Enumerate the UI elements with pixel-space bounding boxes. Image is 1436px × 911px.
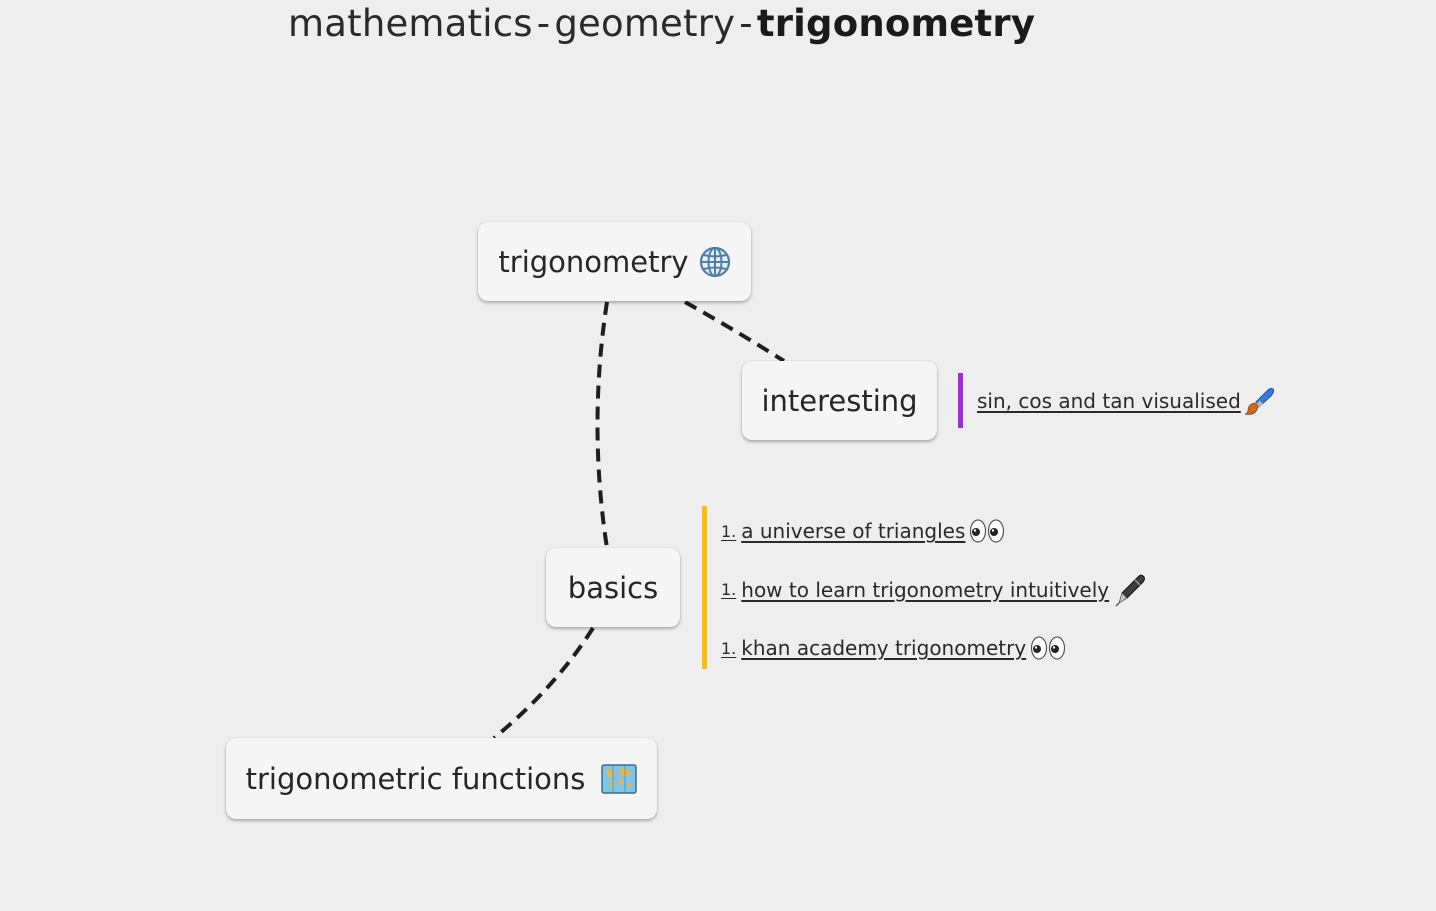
node-label: trigonometric functions: [245, 761, 586, 796]
link-text: a universe of triangles: [741, 519, 966, 543]
edge-root-interesting: [684, 300, 786, 363]
interesting-links-panel: sin, cos and tan visualised: [958, 373, 1275, 428]
node-label: interesting: [761, 383, 918, 418]
link-number: 1.: [721, 521, 737, 541]
node-label: basics: [567, 570, 659, 605]
eyes-icon: [1030, 635, 1066, 661]
link-sin-cos-tan-visualised[interactable]: sin, cos and tan visualised: [977, 387, 1275, 415]
basics-links-panel: 1. a universe of triangles 1. how to lea…: [702, 506, 1147, 669]
world-map-icon: [601, 763, 638, 794]
globe-icon: [699, 246, 731, 278]
node-interesting[interactable]: interesting: [742, 361, 937, 440]
edge-basics-functions: [492, 626, 595, 740]
breadcrumb-separator: -: [739, 2, 753, 45]
node-trigonometry[interactable]: trigonometry: [478, 222, 751, 301]
pen-icon: [1113, 573, 1147, 607]
link-how-to-learn-trigonometry-intuitively[interactable]: 1. how to learn trigonometry intuitively: [721, 573, 1147, 607]
breadcrumb-current: trigonometry: [756, 2, 1036, 45]
link-text: how to learn trigonometry intuitively: [741, 577, 1110, 602]
node-label: trigonometry: [498, 244, 689, 279]
link-universe-of-triangles[interactable]: 1. a universe of triangles: [721, 518, 1147, 544]
breadcrumb-separator: -: [536, 2, 551, 45]
breadcrumb-item-geometry[interactable]: geometry: [554, 2, 736, 45]
link-text: sin, cos and tan visualised: [977, 388, 1241, 413]
node-basics[interactable]: basics: [546, 548, 680, 627]
link-text: khan academy trigonometry: [741, 636, 1027, 660]
link-number: 1.: [721, 638, 737, 658]
node-trigonometric-functions[interactable]: trigonometric functions: [226, 738, 657, 819]
edge-root-basics: [595, 301, 609, 549]
link-number: 1.: [721, 580, 737, 599]
paintbrush-icon: [1244, 387, 1275, 415]
breadcrumb: mathematics-geometry-trigonometry: [288, 2, 1035, 45]
eyes-icon: [969, 518, 1005, 544]
breadcrumb-item-mathematics[interactable]: mathematics: [288, 2, 533, 45]
link-khan-academy-trigonometry[interactable]: 1. khan academy trigonometry: [721, 635, 1147, 661]
